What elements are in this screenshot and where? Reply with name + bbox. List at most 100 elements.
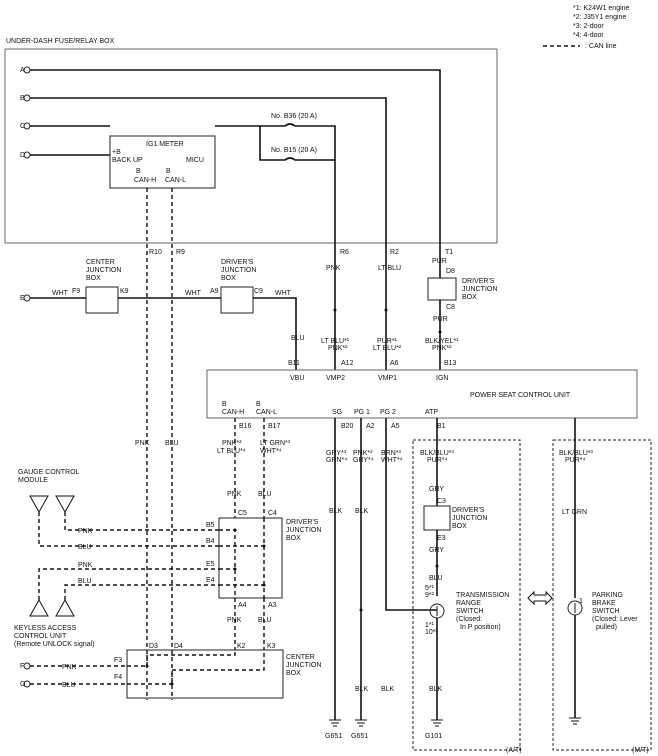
- svg-text:WHT: WHT: [275, 290, 292, 297]
- svg-text:PARKING: PARKING: [592, 592, 623, 599]
- svg-text:PUR: PUR: [433, 316, 448, 323]
- svg-text:C9: C9: [254, 288, 263, 295]
- svg-text:CAN-H: CAN-H: [134, 177, 156, 184]
- pin-r9: R9: [176, 249, 185, 256]
- svg-text:SG: SG: [332, 409, 342, 416]
- fuse-box-title: UNDER-DASH FUSE/RELAY BOX: [6, 38, 115, 45]
- gauge-terminal-icon: [55, 495, 75, 514]
- svg-text:E5: E5: [206, 561, 215, 568]
- svg-text:LT BLU*¹: LT BLU*¹: [321, 338, 350, 345]
- legend-note-4: *4: 4-door: [573, 32, 604, 39]
- svg-text:B13: B13: [444, 360, 457, 367]
- ig1-meter-box: [109, 135, 216, 189]
- svg-text:WHT*⁴: WHT*⁴: [260, 448, 282, 455]
- svg-text:BLK: BLK: [329, 508, 343, 515]
- svg-text:F9: F9: [72, 288, 80, 295]
- variant-mt: (M/T): [632, 747, 649, 754]
- svg-text:PNK: PNK: [326, 265, 341, 272]
- svg-text:C5: C5: [238, 510, 247, 517]
- svg-text:BLU: BLU: [258, 617, 272, 624]
- svg-text:WHT: WHT: [185, 290, 202, 297]
- ig1-meter-label: IG1 METER: [146, 141, 184, 148]
- svg-text:PUR: PUR: [432, 258, 447, 265]
- terminal-g: G: [20, 681, 25, 688]
- svg-text:BLK/YEL*¹: BLK/YEL*¹: [425, 338, 459, 345]
- svg-text:PG 1: PG 1: [354, 409, 370, 416]
- svg-text:K3: K3: [267, 643, 276, 650]
- ground-g651-a: G651: [325, 719, 342, 740]
- terminal-a: A: [20, 67, 25, 74]
- keyless-access-control-unit: PNK BLU KEYLESS ACCESS CONTROL UNIT (Rem…: [14, 562, 219, 648]
- svg-text:BLU: BLU: [258, 491, 272, 498]
- svg-text:PUR*⁴: PUR*⁴: [427, 457, 448, 464]
- svg-text:JUNCTION: JUNCTION: [286, 527, 321, 534]
- svg-text:G651: G651: [325, 733, 342, 740]
- svg-text:JUNCTION: JUNCTION: [221, 267, 256, 274]
- svg-text:PNK*³: PNK*³: [353, 450, 373, 457]
- pin-r2: R2: [390, 249, 399, 256]
- svg-text:C8: C8: [446, 304, 455, 311]
- svg-text:LT BLU*⁴: LT BLU*⁴: [217, 448, 246, 455]
- power-seat-control-unit: POWER SEAT CONTROL UNIT B11 A12 A6 B13 V…: [206, 360, 638, 430]
- svg-text:SWITCH: SWITCH: [592, 608, 620, 615]
- legend-note-1: *1: K24W1 engine: [573, 5, 630, 12]
- svg-text:K2: K2: [237, 643, 246, 650]
- svg-text:DRIVER'S: DRIVER'S: [462, 278, 495, 285]
- gauge-control-module: GAUGE CONTROL MODULE PNK BLU: [18, 469, 219, 551]
- svg-text:WHT: WHT: [52, 290, 69, 297]
- svg-text:LT GRN: LT GRN: [562, 509, 587, 516]
- svg-text:DRIVER'S: DRIVER'S: [286, 519, 319, 526]
- svg-text:GRN*⁴: GRN*⁴: [326, 457, 347, 464]
- svg-text:GRY: GRY: [429, 547, 444, 554]
- center-junction-box-low: CENTER JUNCTION BOX D3 D4 K2 K3 F3 F4: [114, 643, 321, 699]
- svg-text:A9: A9: [210, 288, 219, 295]
- svg-text:BLU: BLU: [62, 682, 76, 689]
- svg-text:BOX: BOX: [452, 523, 467, 530]
- svg-text:JUNCTION: JUNCTION: [286, 662, 321, 669]
- svg-text:GRY*⁴: GRY*⁴: [353, 457, 374, 464]
- wire-pnk-left: PNK: [135, 440, 150, 447]
- at-section: BLK/BLU*³ PUR*⁴ GRY C3 E3 DRIVER'S JUNCT…: [412, 418, 522, 754]
- terminal-d: D: [20, 152, 25, 159]
- svg-text:LT BLU: LT BLU: [378, 265, 401, 272]
- fuse-b36: No. B36 (20 A): [271, 113, 317, 120]
- svg-text:A6: A6: [390, 360, 399, 367]
- svg-text:C3: C3: [437, 498, 446, 505]
- svg-text:9*²: 9*²: [425, 592, 435, 599]
- svg-text:E3: E3: [437, 535, 446, 542]
- svg-text:PNK: PNK: [227, 617, 242, 624]
- svg-text:VMP2: VMP2: [326, 375, 345, 382]
- svg-text:SWITCH: SWITCH: [456, 608, 484, 615]
- terminal-f: F: [20, 663, 24, 670]
- svg-text:D4: D4: [174, 643, 183, 650]
- svg-text:(Closed: Lever: (Closed: Lever: [592, 616, 638, 623]
- svg-text:LT BLU*²: LT BLU*²: [373, 345, 402, 352]
- svg-text:+B: +B: [112, 149, 121, 156]
- drivers-junction-box-at: [423, 505, 451, 531]
- svg-text:CONTROL UNIT: CONTROL UNIT: [14, 633, 67, 640]
- svg-text:CAN-H: CAN-H: [222, 409, 244, 416]
- svg-text:MODULE: MODULE: [18, 477, 48, 484]
- legend-note-3: *3: 2-door: [573, 23, 604, 30]
- svg-text:D3: D3: [149, 643, 158, 650]
- svg-text:TRANSMISSION: TRANSMISSION: [456, 592, 509, 599]
- terminal-e: E: [20, 295, 25, 302]
- drivers-junction-box-right: [427, 277, 457, 301]
- drivers-junction-box-top: [220, 286, 254, 314]
- svg-text:B4: B4: [206, 538, 215, 545]
- svg-text:DRIVER'S: DRIVER'S: [221, 259, 254, 266]
- legend-note-2: *2: J35Y1 engine: [573, 14, 626, 21]
- center-junction-box-top: [85, 286, 119, 314]
- drivers-junction-box-mid: DRIVER'S JUNCTION BOX C5 C4 B5 B4 E5 E4 …: [206, 510, 321, 609]
- svg-text:(Remote UNLOCK signal): (Remote UNLOCK signal): [14, 641, 95, 648]
- svg-text:A4: A4: [238, 602, 247, 609]
- terminal-c: C: [20, 123, 25, 130]
- svg-text:B: B: [222, 401, 227, 408]
- svg-text:BACK UP: BACK UP: [112, 157, 143, 164]
- pin-r10: R10: [149, 249, 162, 256]
- svg-text:PNK: PNK: [78, 528, 93, 535]
- fuse-b15: No. B15 (20 A): [271, 147, 317, 154]
- svg-text:BOX: BOX: [86, 275, 101, 282]
- svg-text:G101: G101: [425, 733, 442, 740]
- svg-text:1*¹: 1*¹: [425, 622, 435, 629]
